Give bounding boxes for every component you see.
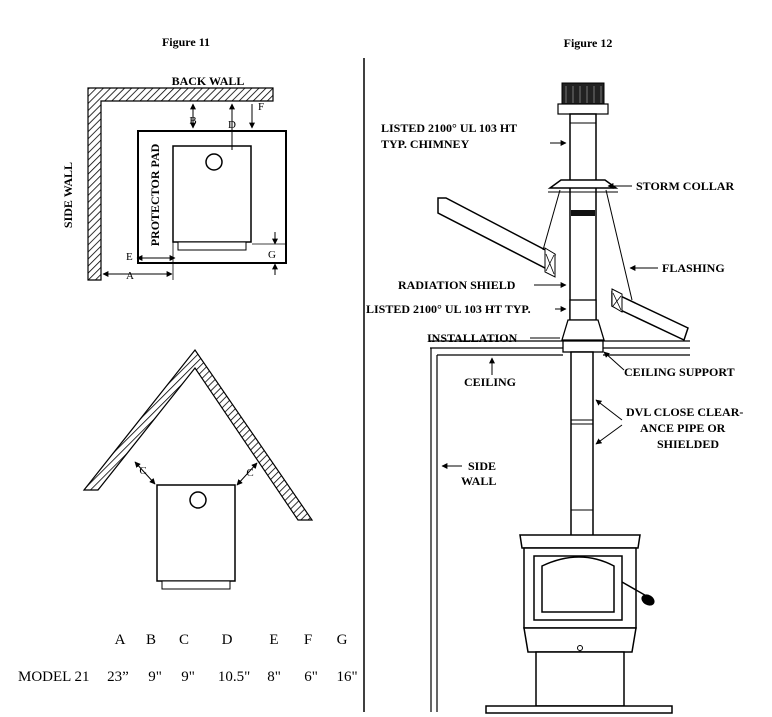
figure-12: Figure 12 [366, 36, 743, 714]
dim-e-label: E [126, 251, 133, 263]
dim-b-label: B [189, 115, 196, 127]
table-value-e: 8" [267, 669, 281, 685]
table-header-e: E [269, 632, 278, 648]
side-wall-right-line2: WALL [461, 474, 496, 488]
table-header-f: F [304, 632, 312, 648]
ceiling-label: CEILING [464, 375, 516, 389]
ceiling-support-label: CEILING SUPPORT [624, 365, 735, 379]
table-header-d: D [222, 632, 233, 648]
side-wall-label: SIDE WALL [61, 162, 75, 228]
dim-g-label: G [268, 249, 276, 261]
table-value-f: 6" [304, 669, 318, 685]
dvl-label-line1: DVL CLOSE CLEAR- [626, 405, 743, 419]
table-row-label: MODEL 21 [18, 669, 90, 685]
figure-11: Figure 11 BACK WALL SIDE WALL PROTECTOR … [61, 35, 287, 282]
table-value-c: 9" [181, 669, 195, 685]
protector-pad [137, 130, 287, 264]
back-wall-label: BACK WALL [172, 74, 245, 88]
chimney-label-line2: TYP. CHIMNEY [381, 137, 470, 151]
table-header-c: C [179, 632, 189, 648]
stove-legs [177, 241, 247, 251]
roof-right [611, 290, 689, 342]
table-value-g: 16" [336, 669, 357, 685]
table-header-g: G [337, 632, 348, 648]
flashing-label: FLASHING [662, 261, 725, 275]
stove-corner-legs [161, 580, 231, 590]
flue-collar [205, 153, 223, 171]
table-value-d: 10.5" [218, 669, 250, 685]
roof-left [437, 197, 557, 269]
flashing-right [605, 189, 633, 301]
corner-walls [87, 87, 274, 281]
chimney-cap [561, 82, 605, 106]
flue-collar-corner [189, 491, 207, 509]
flashing-left [542, 189, 561, 251]
stove-window [541, 556, 615, 613]
figure-12-title: Figure 12 [564, 36, 613, 50]
figure-11-title: Figure 11 [162, 35, 210, 49]
protector-pad-label: PROTECTOR PAD [148, 143, 162, 246]
dim-d-label: D [228, 119, 236, 131]
dim-c-right-label: C [246, 467, 253, 479]
table-value-b: 9" [148, 669, 162, 685]
ceiling-support-cone [561, 319, 605, 341]
dvl-pipe [570, 351, 594, 541]
installation-label: INSTALLATION [427, 331, 518, 345]
chimney-label-line1: LISTED 2100° UL 103 HT [381, 121, 517, 135]
stove-pedestal [535, 651, 625, 707]
clearance-table: A B C D E F G MODEL 21 23” 9" 9" 10.5" 8… [18, 632, 358, 685]
listed-typ-label: LISTED 2100° UL 103 HT TYP. [366, 302, 531, 316]
radiation-shield [569, 299, 597, 321]
ceiling-support [562, 340, 604, 353]
dim-c-left-label: C [139, 465, 146, 477]
corner-walls-diagonal [82, 348, 314, 521]
storm-collar [547, 179, 619, 189]
table-header-a: A [115, 632, 126, 648]
dvl-label-line2: ANCE PIPE OR [640, 421, 726, 435]
dim-f-label: F [258, 101, 264, 113]
radiation-shield-label: RADIATION SHIELD [398, 278, 516, 292]
side-wall-right-line1: SIDE [468, 459, 496, 473]
dvl-label-line3: SHIELDED [657, 437, 719, 451]
chimney-band [571, 210, 595, 216]
table-header-b: B [146, 632, 156, 648]
corner-installation: C C [82, 348, 314, 590]
dim-a-label: A [126, 270, 134, 282]
wood-stove [485, 534, 673, 714]
storm-collar-label: STORM COLLAR [636, 179, 734, 193]
floor-protector [485, 705, 673, 714]
table-value-a: 23” [107, 669, 129, 685]
